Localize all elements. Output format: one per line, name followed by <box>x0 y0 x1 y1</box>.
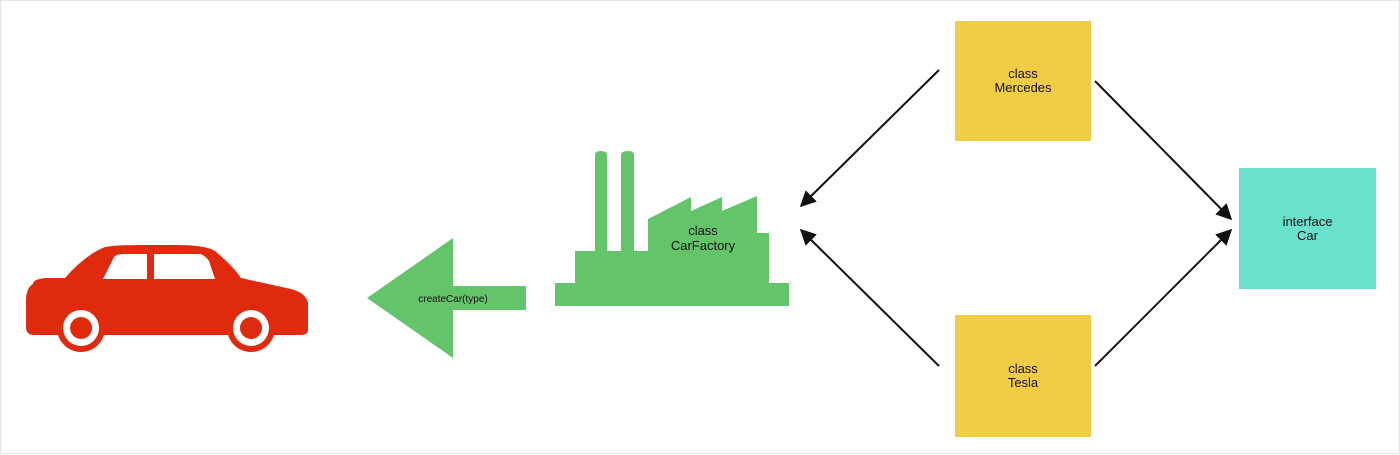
tesla-class-box: class Tesla <box>955 315 1091 437</box>
arrow-mercedes-to-car <box>1094 80 1233 221</box>
arrow-tesla-to-car <box>1094 228 1233 367</box>
car-icon <box>26 245 308 352</box>
create-car-label: createCar(type) <box>418 294 487 305</box>
left-arrow-icon: createCar(type) <box>367 238 526 358</box>
car-interface-label-line1: interface <box>1282 213 1333 229</box>
car-interface-box: interface Car <box>1239 168 1376 289</box>
car-interface-label-line2: Car <box>1297 227 1318 243</box>
arrow-tesla-to-factory <box>799 228 940 367</box>
tesla-label-line1: class <box>1008 361 1038 376</box>
factory-icon: class CarFactory <box>555 151 789 306</box>
factory-label-line2: CarFactory <box>671 238 736 253</box>
factory-label-line1: class <box>688 223 718 238</box>
mercedes-class-box: class Mercedes <box>955 21 1091 141</box>
tesla-label-line2: Tesla <box>1007 375 1039 390</box>
mercedes-label-line2: Mercedes <box>994 80 1052 95</box>
arrow-mercedes-to-factory <box>799 69 940 208</box>
mercedes-label-line1: class <box>1008 66 1038 81</box>
